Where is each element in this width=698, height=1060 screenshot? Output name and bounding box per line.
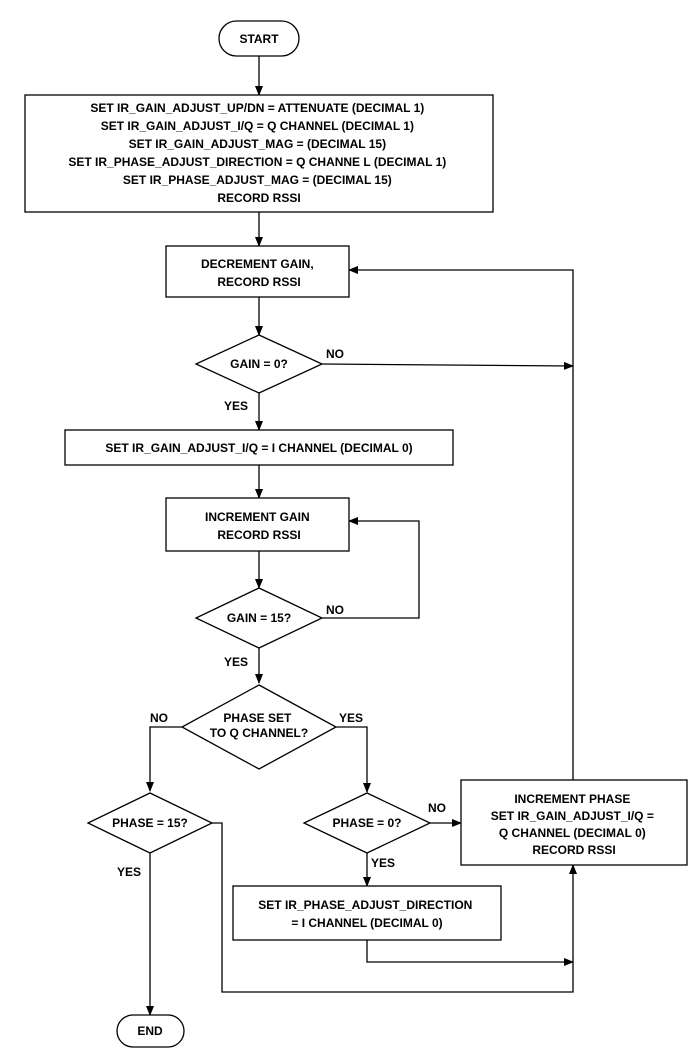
phase-q-line: TO Q CHANNEL? [210,726,308,740]
end-terminal: END [116,1014,185,1048]
increment-phase-line: RECORD RSSI [532,843,615,857]
phase-q-decision: PHASE SET TO Q CHANNEL? [180,684,338,770]
decrement-gain-line: RECORD RSSI [217,275,300,289]
gain-fifteen-yes-label: YES [224,655,248,669]
phase-fifteen-decision: PHASE = 15? [86,792,214,854]
init-line: SET IR_GAIN_ADJUST_UP/DN = ATTENUATE (DE… [90,101,424,115]
arrow-phase-q-yes [336,726,371,793]
phase-zero-decision: PHASE = 0? [302,792,432,854]
svg-text:SET IR_PHASE_ADJUST_DIRECTION: SET IR_PHASE_ADJUST_DIRECTION = I CHANNE… [258,898,475,930]
gain-zero-no-label: NO [326,347,344,361]
increment-gain-line: INCREMENT GAIN [205,510,310,524]
end-label: END [137,1024,163,1038]
arrow-phase-fifteen-no [212,822,577,993]
init-line: SET IR_GAIN_ADJUST_MAG = (DECIMAL 15) [129,137,387,151]
start-terminal: START [218,20,300,57]
set-phase-direction-line: = I CHANNEL (DECIMAL 0) [291,916,442,930]
increment-phase-line: SET IR_GAIN_ADJUST_I/Q = [491,809,654,823]
arrow-phase-q-no [146,726,182,792]
decrement-gain-line: DECREMENT GAIN, [201,257,314,271]
arrow-gain-zero-no [321,361,574,370]
svg-text:SET IR_GAIN_ADJUST_UP/DN = ATT: SET IR_GAIN_ADJUST_UP/DN = ATTENUATE (DE… [68,101,449,205]
set-phase-direction-line: SET IR_PHASE_ADJUST_DIRECTION [258,898,472,912]
arrow-gain-fifteen-no [322,517,420,619]
phase-q-yes-label: YES [339,711,363,725]
init-line: RECORD RSSI [217,191,300,205]
phase-zero-no-label: NO [428,801,446,815]
svg-text:DECREMENT GAIN, RECORD R: DECREMENT GAIN, RECORD RSSI [201,257,317,289]
init-line: SET IR_PHASE_ADJUST_DIRECTION = Q CHANNE… [68,155,446,169]
svg-text:INCREMENT GAIN RECORD RS: INCREMENT GAIN RECORD RSSI [205,510,313,542]
arrow-set-phase-dir-to-join [366,940,574,966]
phase-fifteen-label: PHASE = 15? [112,816,188,830]
increment-gain-line: RECORD RSSI [217,528,300,542]
set-phase-direction-box: SET IR_PHASE_ADJUST_DIRECTION = I CHANNE… [232,885,502,941]
start-label: START [239,32,279,46]
gain-fifteen-no-label: NO [326,603,344,617]
set-i-channel-label: SET IR_GAIN_ADJUST_I/Q = I CHANNEL (DECI… [105,441,412,455]
init-line: SET IR_PHASE_ADJUST_MAG = (DECIMAL 15) [123,173,392,187]
phase-zero-label: PHASE = 0? [332,816,401,830]
phase-zero-yes-label: YES [371,856,395,870]
arrow-loop-to-decrement [348,266,574,780]
init-box: SET IR_GAIN_ADJUST_UP/DN = ATTENUATE (DE… [24,94,494,213]
increment-gain-box: INCREMENT GAIN RECORD RSSI [165,497,350,552]
decrement-gain-box: DECREMENT GAIN, RECORD RSSI [165,245,350,298]
phase-q-no-label: NO [150,711,168,725]
increment-phase-line: INCREMENT PHASE [514,792,630,806]
gain-fifteen-decision: GAIN = 15? [194,587,324,649]
svg-text:PHASE SET TO Q CHANNEL?: PHASE SET TO Q CHANNEL? [210,711,308,740]
gain-zero-yes-label: YES [224,399,248,413]
phase-q-line: PHASE SET [223,711,292,725]
init-line: SET IR_GAIN_ADJUST_I/Q = Q CHANNEL (DECI… [101,119,414,133]
set-i-channel-box: SET IR_GAIN_ADJUST_I/Q = I CHANNEL (DECI… [64,429,454,466]
increment-phase-box: INCREMENT PHASE SET IR_GAIN_ADJUST_I/Q =… [460,779,688,866]
increment-phase-line: Q CHANNEL (DECIMAL 0) [499,826,646,840]
gain-fifteen-label: GAIN = 15? [227,611,291,625]
connectors [146,56,577,1016]
gain-zero-label: GAIN = 0? [230,357,288,371]
phase-fifteen-yes-label: YES [117,865,141,879]
svg-text:INCREMENT PHASE SET IR_G: INCREMENT PHASE SET IR_GAIN_ADJUST_I/Q =… [491,792,657,857]
gain-zero-decision: GAIN = 0? [194,334,324,394]
